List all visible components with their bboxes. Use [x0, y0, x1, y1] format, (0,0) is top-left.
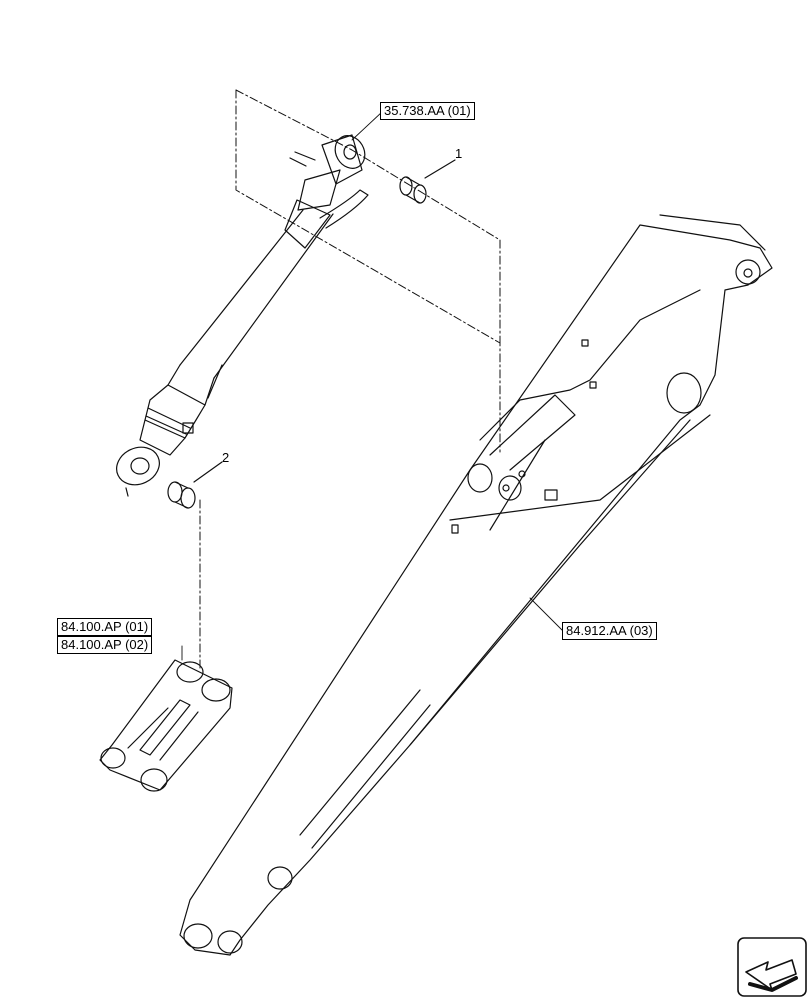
link-reference-label-2[interactable]: 84.100.AP (02): [57, 636, 153, 654]
assembly-lines: [199, 89, 501, 669]
excavator-arm: [179, 214, 773, 956]
bushing-1: [399, 159, 456, 204]
hydraulic-cylinder: [116, 134, 369, 497]
cylinder-reference-label[interactable]: 35.738.AA (01): [380, 102, 475, 120]
bushing-2: [167, 461, 223, 509]
leader-lines: [181, 111, 563, 661]
arm-reference-label[interactable]: 84.912.AA (03): [562, 622, 657, 640]
callout-item-1: 1: [455, 146, 463, 161]
link-reference-label-1[interactable]: 84.100.AP (01): [57, 618, 153, 636]
link-assembly: [99, 659, 233, 792]
navigation-arrow-icon[interactable]: [737, 937, 807, 997]
callout-item-2: 2: [222, 450, 230, 465]
